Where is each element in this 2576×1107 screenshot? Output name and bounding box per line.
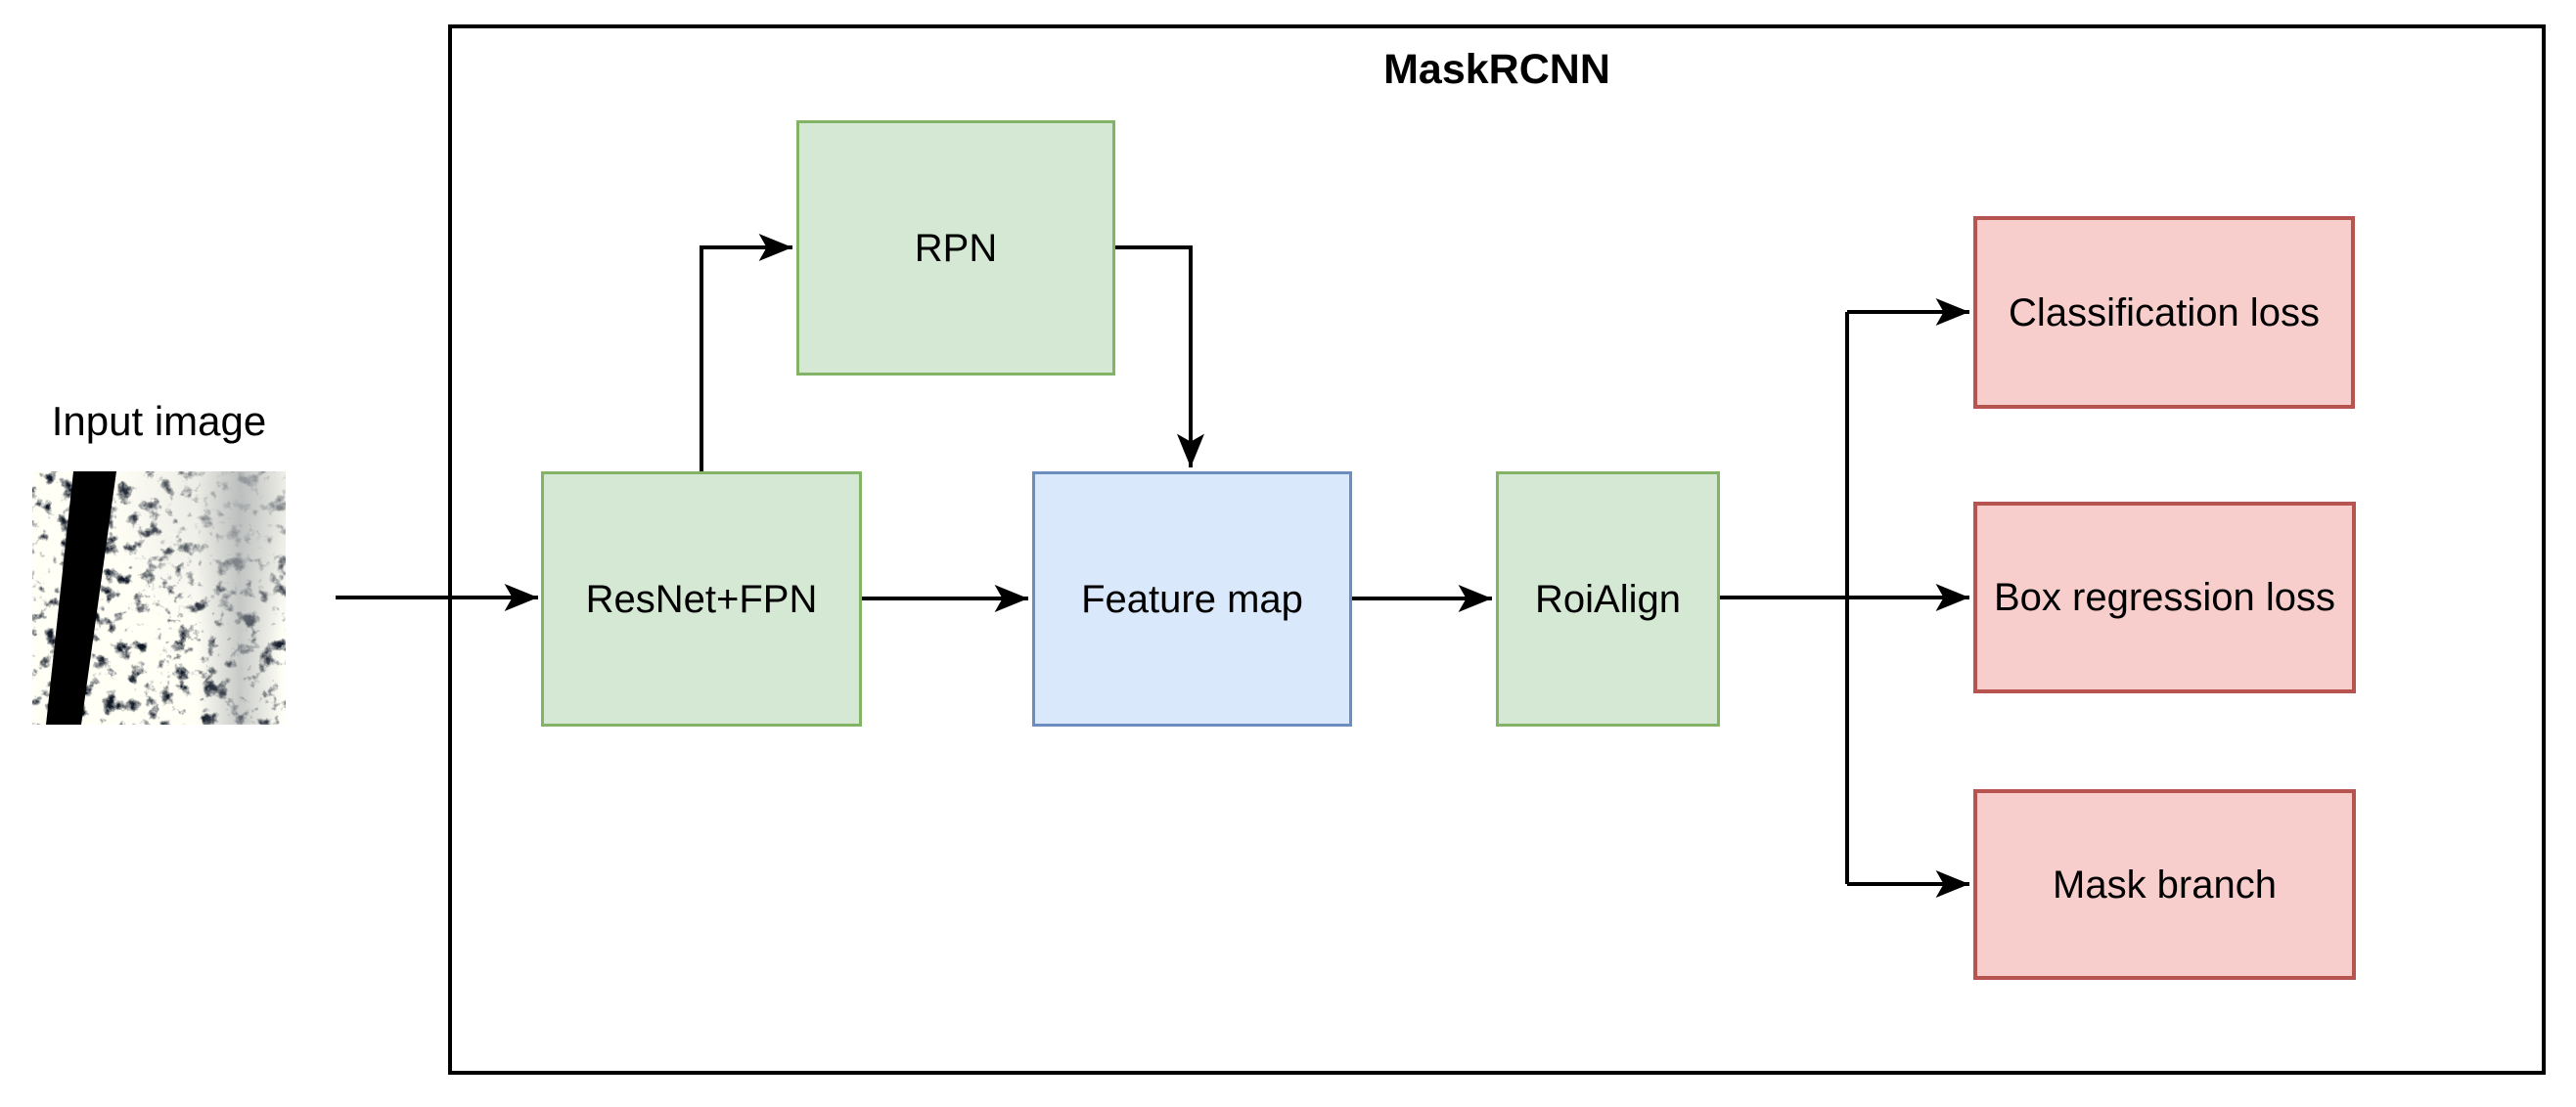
node-feature-map: Feature map <box>1032 471 1352 727</box>
node-mask-branch: Mask branch <box>1973 789 2356 980</box>
node-mask-branch-label: Mask branch <box>2053 863 2277 907</box>
node-box-regression-loss-label: Box regression loss <box>1993 576 2336 619</box>
input-satellite-image <box>32 471 286 725</box>
node-resnet-fpn-label: ResNet+FPN <box>585 577 818 621</box>
node-rpn: RPN <box>796 120 1115 376</box>
gray-cloud-band <box>197 471 283 725</box>
node-roi-align-label: RoiAlign <box>1535 577 1681 621</box>
maskrcnn-frame <box>448 24 2546 1075</box>
diagram-title: MaskRCNN <box>1383 46 1610 93</box>
node-box-regression-loss: Box regression loss <box>1973 502 2356 693</box>
node-classification-loss: Classification loss <box>1973 216 2355 409</box>
node-classification-loss-label: Classification loss <box>2009 290 2320 334</box>
black-stripe <box>46 471 116 725</box>
node-roi-align: RoiAlign <box>1496 471 1720 727</box>
input-image-label: Input image <box>51 398 267 444</box>
node-feature-map-label: Feature map <box>1081 577 1303 621</box>
node-rpn-label: RPN <box>914 226 998 270</box>
node-resnet-fpn: ResNet+FPN <box>541 471 862 727</box>
